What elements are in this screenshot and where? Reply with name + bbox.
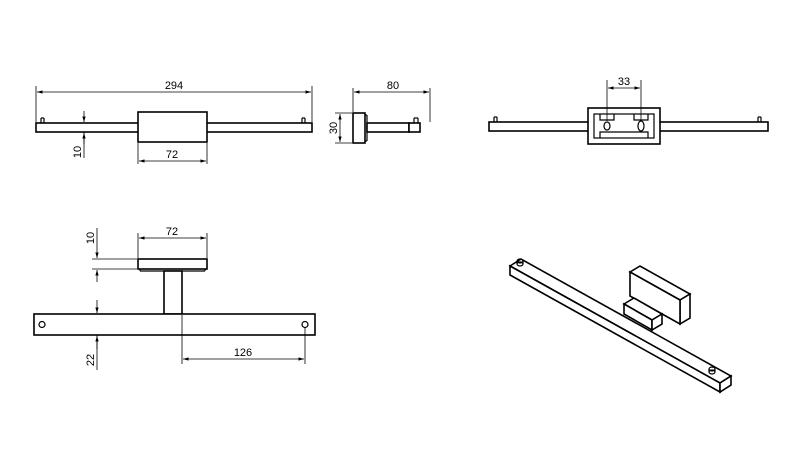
front-view: 294 10 72 xyxy=(35,80,313,164)
dim-bar-height-front: 10 xyxy=(72,111,86,158)
dim-offset-top: 126 xyxy=(181,315,306,364)
label-bar-height-front: 10 xyxy=(72,146,84,158)
label-mount-spacing: 33 xyxy=(618,76,630,88)
side-view-bar-end xyxy=(408,122,421,133)
dim-bar-depth-top: 22 xyxy=(85,300,99,370)
side-view-arm xyxy=(366,122,410,133)
dim-base-width-top: 72 xyxy=(137,226,208,258)
label-offset-top: 126 xyxy=(234,347,252,359)
label-base-thickness-top: 10 xyxy=(85,232,97,244)
dim-base-width-front: 72 xyxy=(137,143,208,164)
label-overall-length: 294 xyxy=(165,80,183,92)
rear-view-base xyxy=(587,107,661,145)
iso-bar xyxy=(508,258,733,394)
screw-icon xyxy=(516,258,524,267)
iso-arm xyxy=(622,297,664,332)
mount-slot-icon xyxy=(637,120,645,132)
label-base-width-front: 72 xyxy=(166,149,178,161)
top-view-bar xyxy=(33,313,316,336)
label-base-height: 30 xyxy=(328,122,340,134)
dim-base-height: 30 xyxy=(328,112,352,144)
dim-base-thickness-top: 10 xyxy=(85,228,137,282)
top-view: 72 10 22 126 xyxy=(33,226,316,370)
dim-mount-spacing: 33 xyxy=(606,76,642,121)
label-base-width-top: 72 xyxy=(166,226,178,238)
dim-depth: 80 xyxy=(352,80,431,122)
label-depth: 80 xyxy=(387,80,399,92)
top-view-arm xyxy=(163,270,183,315)
side-view-base xyxy=(352,112,366,144)
mount-slot-icon xyxy=(603,121,611,131)
iso-wall-plate xyxy=(628,265,692,326)
top-view-base xyxy=(137,258,208,270)
front-view-base xyxy=(137,111,208,143)
screw-hole-icon xyxy=(301,320,309,329)
rear-view: 33 xyxy=(488,76,769,145)
dim-overall-length: 294 xyxy=(35,80,313,122)
screw-icon xyxy=(708,366,716,375)
label-bar-depth-top: 22 xyxy=(85,354,97,366)
side-view: 80 30 xyxy=(328,80,431,144)
isometric-view xyxy=(508,258,733,394)
screw-hole-icon xyxy=(38,320,46,329)
